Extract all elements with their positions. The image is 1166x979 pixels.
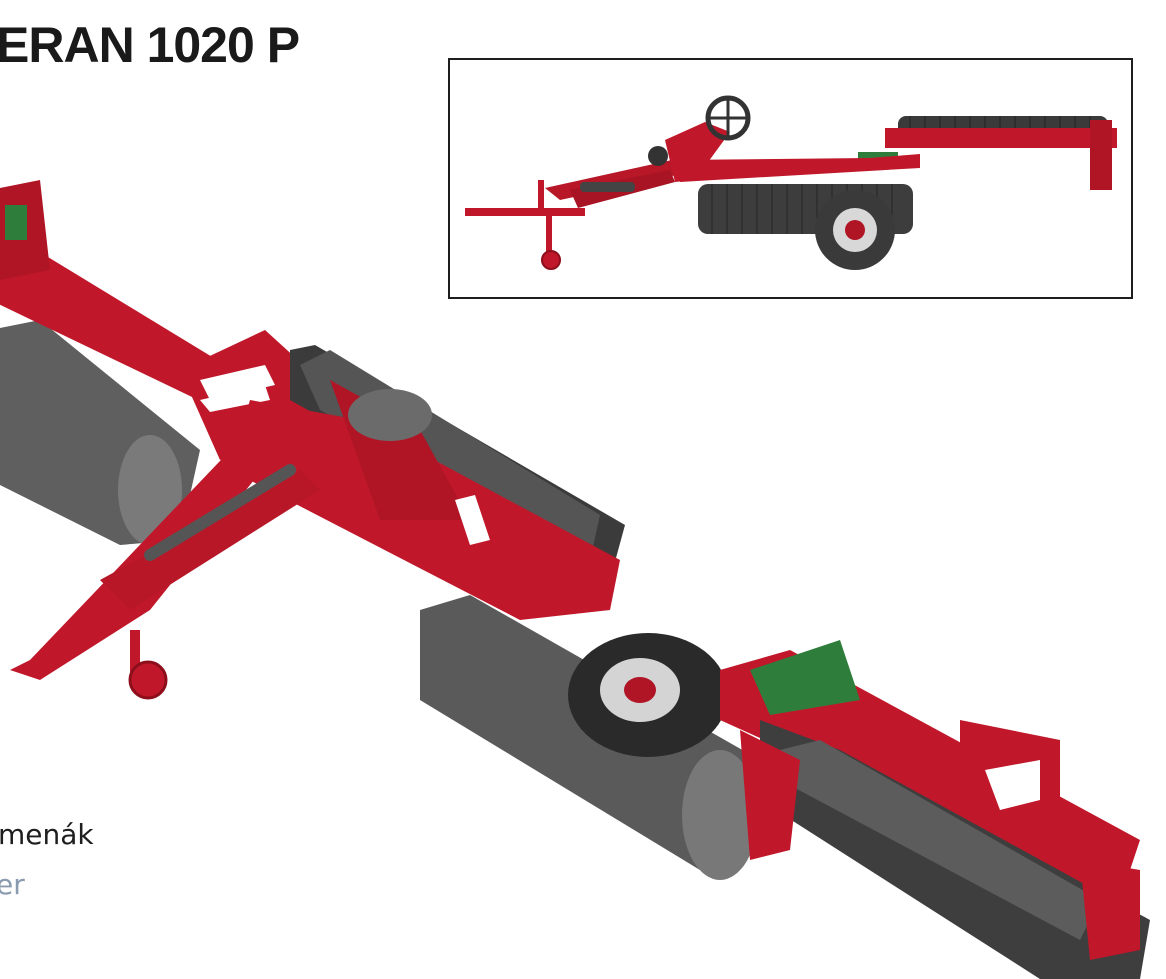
caption-line-2: er [0, 868, 25, 901]
caption-line-1: menák [0, 818, 94, 851]
side-view-inset [448, 58, 1133, 299]
side-view-illustration [465, 95, 1117, 270]
product-title: ERAN 1020 P [0, 17, 300, 73]
tank [348, 389, 432, 441]
